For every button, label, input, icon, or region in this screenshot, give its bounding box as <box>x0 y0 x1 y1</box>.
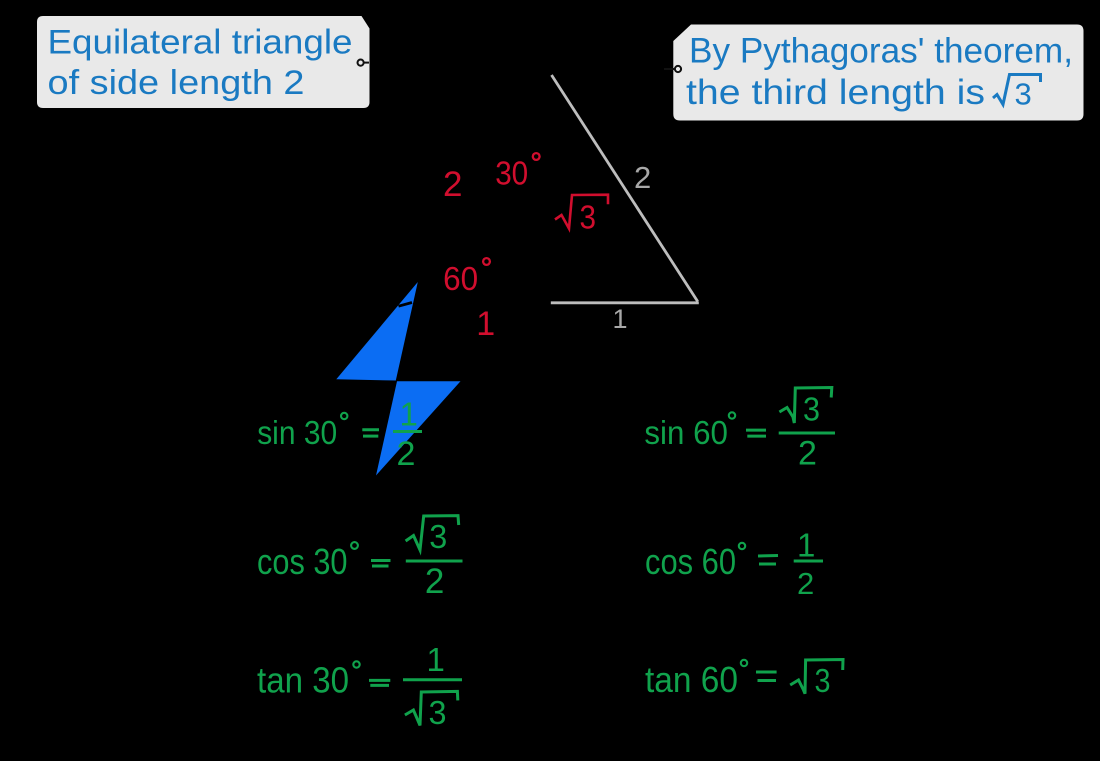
svg-text:2: 2 <box>397 435 416 473</box>
svg-text:60: 60 <box>443 260 478 297</box>
svg-text:3: 3 <box>580 199 597 236</box>
svg-text:By Pythagoras' theorem,: By Pythagoras' theorem, <box>689 32 1073 71</box>
svg-text:3: 3 <box>429 518 447 555</box>
svg-text:of side length 2: of side length 2 <box>48 64 305 102</box>
svg-text:2: 2 <box>443 165 462 204</box>
svg-text:cos 60: cos 60 <box>645 541 736 582</box>
svg-text:tan 30: tan 30 <box>257 659 349 700</box>
svg-text:2: 2 <box>425 562 444 601</box>
svg-text:3: 3 <box>803 391 820 428</box>
svg-text:3: 3 <box>815 662 831 699</box>
svg-text:1: 1 <box>400 396 418 433</box>
svg-text:2: 2 <box>634 160 651 195</box>
svg-text:3: 3 <box>429 694 447 731</box>
svg-text:1: 1 <box>476 305 495 343</box>
svg-text:30: 30 <box>495 155 528 192</box>
svg-text:1: 1 <box>797 527 815 564</box>
svg-text:1: 1 <box>427 641 445 678</box>
svg-text:the third length is: the third length is <box>686 73 985 112</box>
svg-text:sin 60: sin 60 <box>644 414 728 451</box>
svg-text:Equilateral triangle: Equilateral triangle <box>48 24 353 62</box>
svg-text:1: 1 <box>613 304 628 334</box>
svg-text:sin 30: sin 30 <box>257 414 337 451</box>
svg-text:cos 30: cos 30 <box>257 541 348 582</box>
svg-text:2: 2 <box>797 566 814 601</box>
svg-text:3: 3 <box>1015 77 1032 112</box>
svg-text:tan 60: tan 60 <box>645 659 738 700</box>
svg-text:2: 2 <box>798 435 817 473</box>
